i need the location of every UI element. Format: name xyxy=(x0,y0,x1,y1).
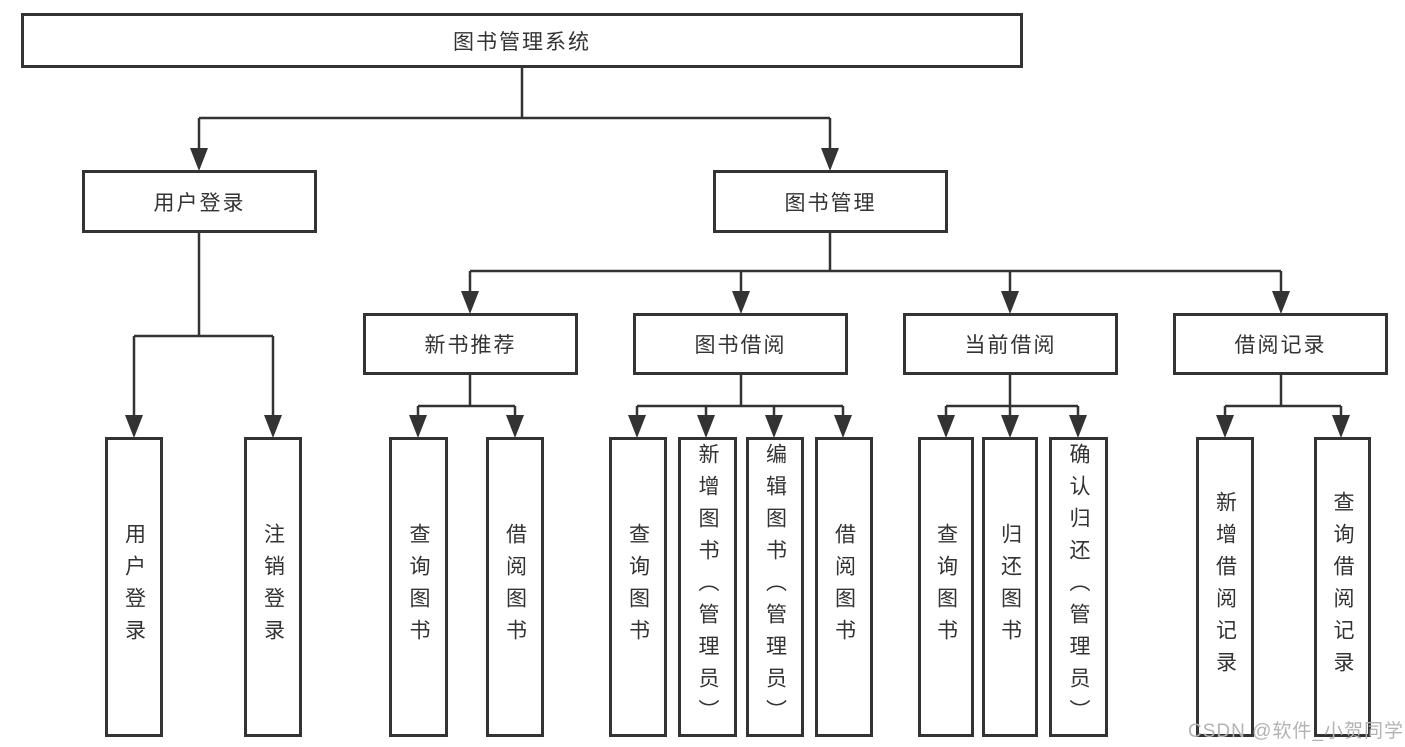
edge-user-login-to-leaves xyxy=(132,233,275,417)
node-leaf-add-books-admin: 新增图书（管理员） xyxy=(678,437,737,737)
node-leaf-query-books-current: 查询图书 xyxy=(918,437,974,737)
node-leaf-add-borrow-record: 新增借阅记录 xyxy=(1196,437,1254,737)
node-root-label: 图书管理系统 xyxy=(453,30,591,54)
leaf-edit-books-admin-label: 编辑图书（管理员） xyxy=(763,443,787,731)
node-leaf-edit-books-admin: 编辑图书（管理员） xyxy=(746,437,804,737)
leaf-query-borrow-record-label: 查询借阅记录 xyxy=(1331,491,1354,683)
edge-root-to-level1 xyxy=(197,68,832,152)
node-new-book-recommend-label: 新书推荐 xyxy=(424,334,517,357)
leaf-user-login-label: 用户登录 xyxy=(122,523,146,651)
leaf-borrow-books-recommend-label: 借阅图书 xyxy=(503,523,527,651)
node-new-book-recommend: 新书推荐 xyxy=(363,313,578,375)
edge-borrowing-to-leaves xyxy=(635,375,845,417)
csdn-watermark: CSDN @软件_小贺同学 xyxy=(1188,721,1404,742)
node-leaf-user-login: 用户登录 xyxy=(105,437,163,737)
leaf-query-books-recommend-label: 查询图书 xyxy=(407,523,430,651)
leaf-logout-label: 注销登录 xyxy=(261,523,285,651)
node-leaf-borrow-books-recommend: 借阅图书 xyxy=(486,437,544,737)
node-leaf-logout: 注销登录 xyxy=(244,437,302,737)
edge-current-to-leaves xyxy=(944,375,1080,417)
node-leaf-return-books: 归还图书 xyxy=(982,437,1038,737)
leaf-return-books-label: 归还图书 xyxy=(998,523,1022,651)
node-user-login-label: 用户登录 xyxy=(153,191,246,215)
node-book-borrowing: 图书借阅 xyxy=(633,313,848,375)
leaf-confirm-return-admin-label: 确认归还（管理员） xyxy=(1067,443,1090,731)
node-book-borrowing-label: 图书借阅 xyxy=(694,334,787,357)
node-leaf-borrow-books-borrowing: 借阅图书 xyxy=(815,437,873,737)
node-user-login: 用户登录 xyxy=(82,170,317,233)
node-current-borrowing-label: 当前借阅 xyxy=(964,334,1057,357)
node-leaf-confirm-return-admin: 确认归还（管理员） xyxy=(1049,437,1108,737)
leaf-borrow-books-borrowing-label: 借阅图书 xyxy=(832,523,856,651)
node-borrowing-records: 借阅记录 xyxy=(1173,313,1388,375)
node-leaf-query-books-recommend: 查询图书 xyxy=(389,437,448,737)
leaf-add-borrow-record-label: 新增借阅记录 xyxy=(1213,491,1237,683)
node-book-management-label: 图书管理 xyxy=(784,191,877,215)
node-leaf-query-books-borrowing: 查询图书 xyxy=(609,437,667,737)
leaf-query-books-current-label: 查询图书 xyxy=(934,523,958,651)
node-leaf-query-borrow-record: 查询借阅记录 xyxy=(1314,437,1371,737)
edge-recommend-to-leaves xyxy=(416,375,517,417)
node-current-borrowing: 当前借阅 xyxy=(903,313,1118,375)
node-book-management: 图书管理 xyxy=(713,170,948,233)
leaf-add-books-admin-label: 新增图书（管理员） xyxy=(696,443,719,731)
node-borrowing-records-label: 借阅记录 xyxy=(1234,334,1327,357)
edge-book-management-to-level2 xyxy=(468,233,1283,293)
leaf-query-books-borrowing-label: 查询图书 xyxy=(626,523,650,651)
node-root-system: 图书管理系统 xyxy=(21,13,1023,68)
edge-records-to-leaves xyxy=(1223,375,1343,417)
